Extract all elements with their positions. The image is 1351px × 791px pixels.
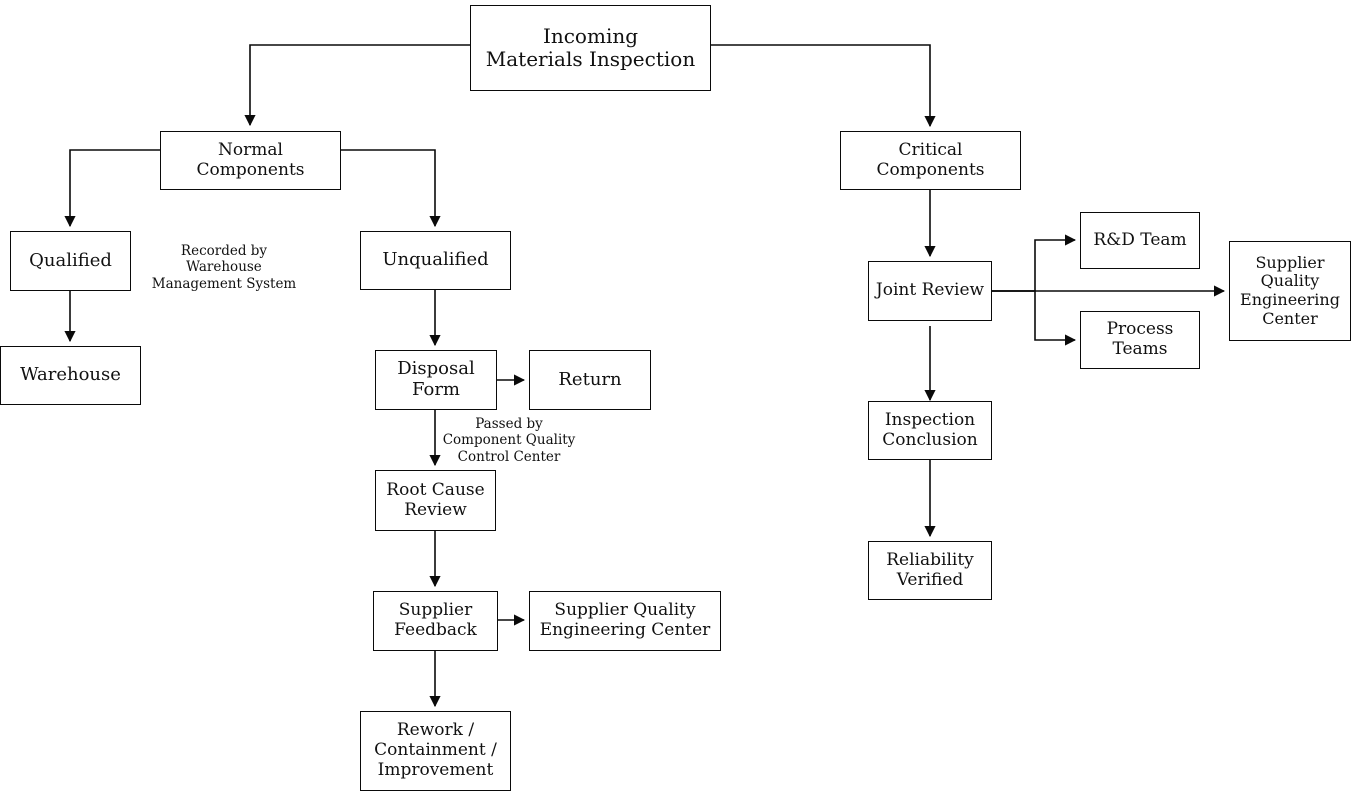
node-warehouse[interactable]: Warehouse <box>0 346 141 405</box>
edge-label-component-quality-control-center: Passed by Component Quality Control Cent… <box>442 416 576 465</box>
edge-incoming-to-critical <box>711 44 936 128</box>
node-process-teams[interactable]: Process Teams <box>1080 311 1200 369</box>
node-joint-review[interactable]: Joint Review <box>868 261 992 321</box>
edge-joint-review-to-process-teams <box>992 290 1077 346</box>
edge-incoming-to-normal <box>244 44 470 127</box>
node-critical-components[interactable]: Critical Components <box>840 131 1021 190</box>
node-supplier-feedback[interactable]: Supplier Feedback <box>373 591 498 651</box>
node-inspection-conclusion[interactable]: Inspection Conclusion <box>868 401 992 460</box>
node-supplier-quality-engineering-center-right[interactable]: Supplier Quality Engineering Center <box>1229 241 1351 341</box>
node-rework-containment-improvement[interactable]: Rework / Containment / Improvement <box>360 711 511 791</box>
node-rd-team[interactable]: R&D Team <box>1080 212 1200 269</box>
edge-label-warehouse-management-system: Recorded by Warehouse Management System <box>151 243 297 292</box>
node-incoming-materials-inspection[interactable]: Incoming Materials Inspection <box>470 5 711 91</box>
node-reliability-verified[interactable]: Reliability Verified <box>868 541 992 600</box>
edge-joint-review-to-rd-team <box>992 234 1077 292</box>
node-unqualified[interactable]: Unqualified <box>360 231 511 290</box>
node-qualified[interactable]: Qualified <box>10 231 131 291</box>
node-normal-components[interactable]: Normal Components <box>160 131 341 190</box>
node-root-cause-review[interactable]: Root Cause Review <box>375 470 496 531</box>
edge-normal-to-qualified <box>64 149 160 228</box>
edge-normal-to-unqualified <box>341 149 441 228</box>
node-disposal-form[interactable]: Disposal Form <box>375 350 497 410</box>
node-supplier-quality-engineering-center-mid[interactable]: Supplier Quality Engineering Center <box>529 591 721 651</box>
node-return[interactable]: Return <box>529 350 651 410</box>
